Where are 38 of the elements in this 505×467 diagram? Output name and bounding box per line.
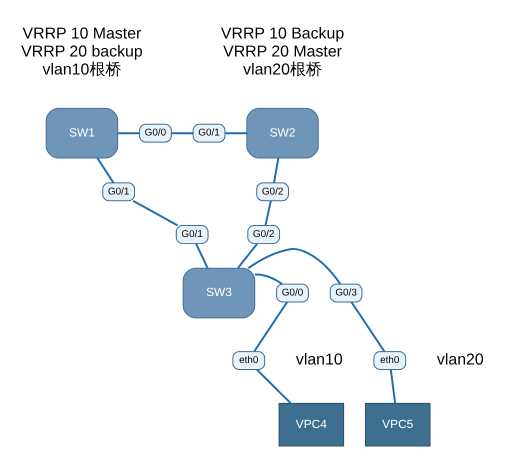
node-box: G0/2 xyxy=(256,182,289,201)
node-label: VRRP 20 Master xyxy=(223,43,342,60)
node-label: vlan10根桥 xyxy=(42,60,122,78)
node-label: vlan10 xyxy=(296,350,343,368)
node-box: G0/0 xyxy=(139,123,172,142)
connector xyxy=(237,242,258,268)
node-box: SW1 xyxy=(46,107,118,158)
connector xyxy=(254,272,283,284)
node-box: G0/2 xyxy=(247,224,280,244)
connector xyxy=(96,157,114,183)
connector xyxy=(195,242,208,268)
node-label: vlan20 xyxy=(436,350,484,368)
connector xyxy=(118,132,140,134)
node-box: eth0 xyxy=(373,350,406,370)
node-label: VRRP 10 Backup xyxy=(220,25,344,42)
node-label: VRRP 20 backup xyxy=(21,43,143,60)
node-box: SW3 xyxy=(182,267,256,318)
node-label: vlan20根桥 xyxy=(243,60,322,78)
node-box: G0/1 xyxy=(176,224,209,244)
node-box: VPC5 xyxy=(364,402,431,446)
node-box: G0/1 xyxy=(192,123,226,142)
connector xyxy=(256,368,292,404)
node-label: VRRP 10 Master xyxy=(22,25,142,42)
connector xyxy=(132,199,178,226)
node-box: SW2 xyxy=(246,107,319,158)
connector xyxy=(253,301,288,352)
node-box: G0/0 xyxy=(276,283,309,302)
connector xyxy=(273,158,280,182)
connector xyxy=(350,301,386,352)
connector xyxy=(390,369,396,403)
connector xyxy=(264,200,272,226)
connector xyxy=(225,132,247,134)
connector xyxy=(248,247,342,284)
node-box: G0/1 xyxy=(102,182,136,201)
node-box: eth0 xyxy=(232,350,266,370)
node-box: VPC4 xyxy=(278,402,344,446)
connector xyxy=(171,132,194,134)
node-box: G0/3 xyxy=(330,283,362,302)
